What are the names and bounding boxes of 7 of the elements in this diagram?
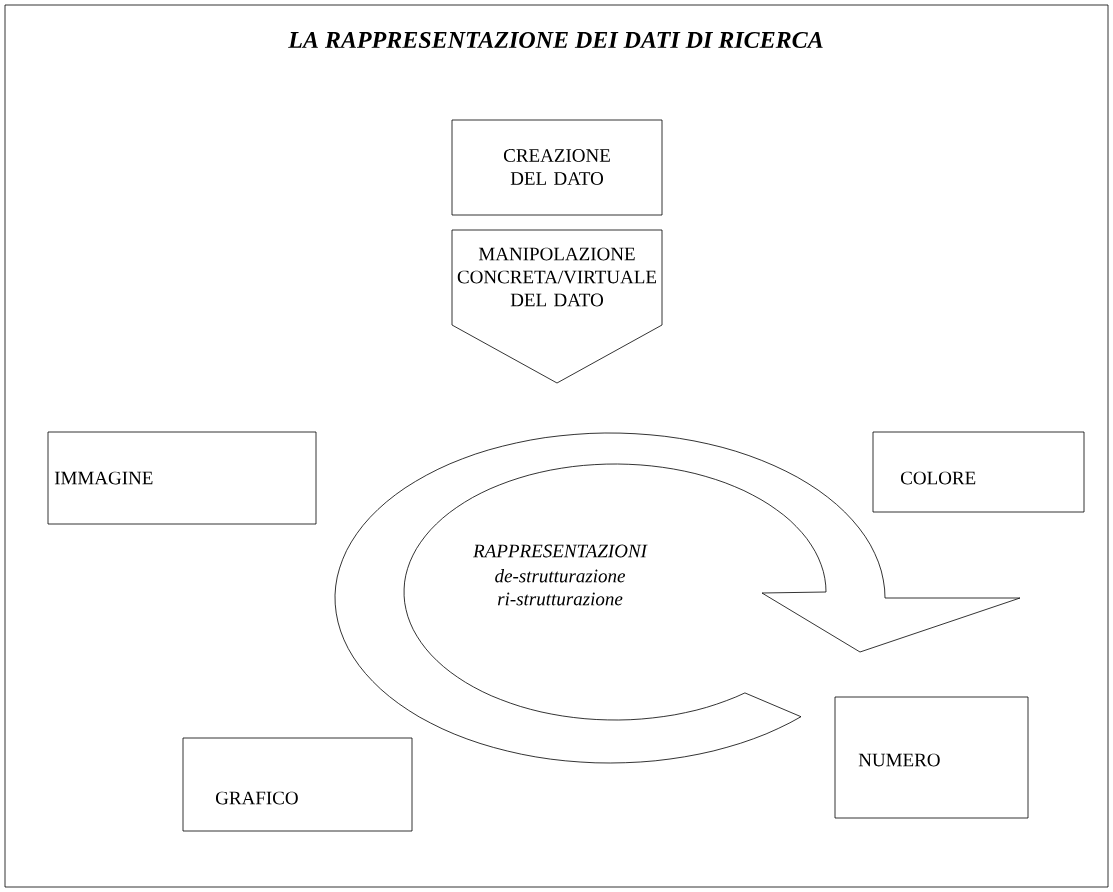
text-box: GRAFICO	[182, 737, 413, 832]
title: LA RAPPRESENTAZIONE DEI DATI DI RICERCA	[288, 31, 823, 49]
text-box: CREAZIONE DEL DATO	[451, 119, 663, 216]
arrow-box: MANIPOLAZIONE CONCRETA/VIRTUALE DEL DATO	[451, 229, 663, 384]
text-box: IMMAGINE	[47, 431, 317, 525]
text-box: COLORE	[872, 431, 1085, 513]
text-box: NUMERO	[834, 696, 1029, 819]
